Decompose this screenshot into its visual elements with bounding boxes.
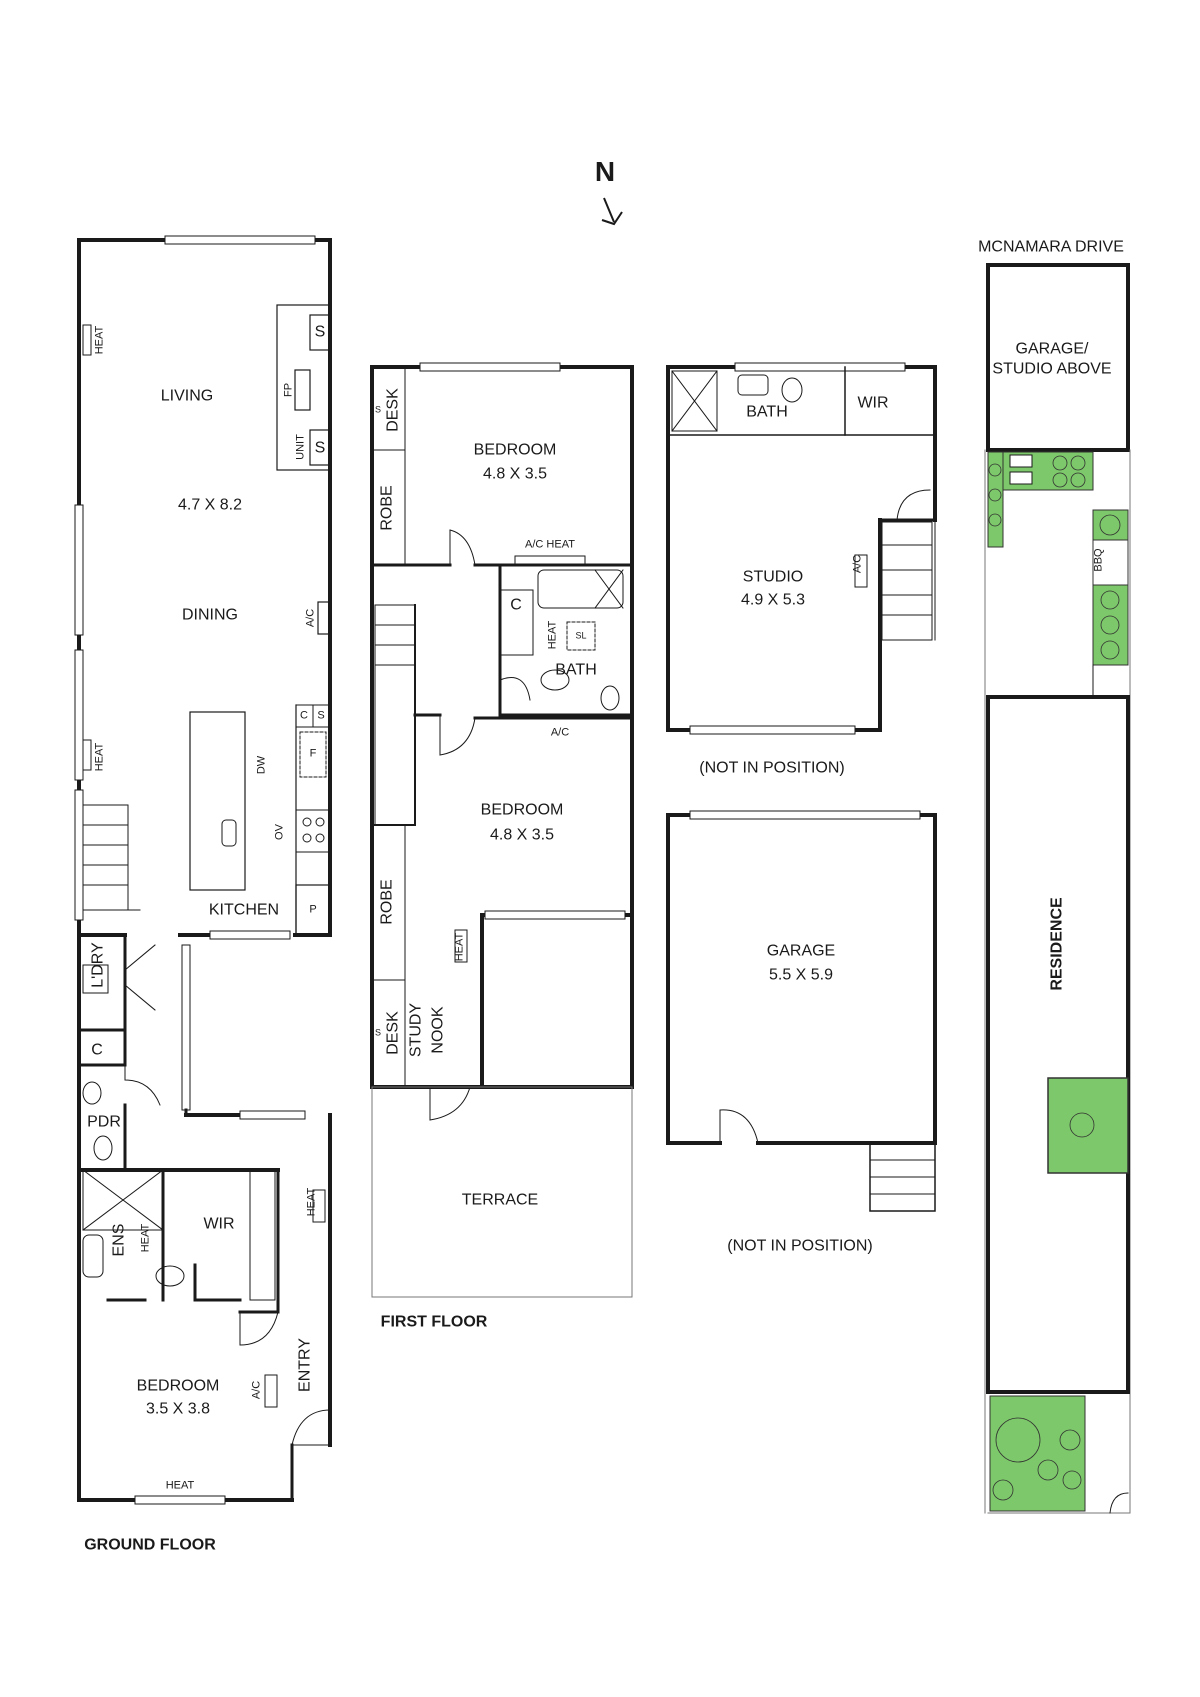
ground-floor-title: GROUND FLOOR bbox=[84, 1536, 216, 1554]
bedroom-one-dimensions: 4.8 X 3.5 bbox=[482, 465, 548, 483]
street-label: MCNAMARA DRIVE bbox=[978, 238, 1124, 256]
kitchen-label: KITCHEN bbox=[208, 901, 280, 919]
terrace-label: TERRACE bbox=[461, 1191, 539, 1209]
ac-heat-label: A/C HEAT bbox=[525, 538, 575, 551]
powder-room-label: PDR bbox=[87, 1113, 121, 1131]
nook-label: NOOK bbox=[429, 1006, 447, 1054]
bedroom-label: BEDROOM bbox=[136, 1377, 220, 1395]
shelf-label-desk-bottom: S bbox=[374, 1027, 382, 1038]
shelf-label-bottom: S bbox=[314, 439, 326, 457]
desk-label-bottom: DESK bbox=[384, 1011, 402, 1055]
shelf-label-top: S bbox=[314, 323, 326, 341]
laundry-label: L'DRY bbox=[89, 942, 107, 988]
first-floor-walls bbox=[370, 362, 634, 1298]
bath-label: BATH bbox=[555, 661, 597, 679]
kitchen-c-label: C bbox=[300, 709, 308, 722]
studio-bath-label: BATH bbox=[746, 403, 788, 421]
north-label: N bbox=[594, 156, 616, 188]
garage-note: (NOT IN POSITION) bbox=[727, 1237, 873, 1255]
heat-label-living: HEAT bbox=[93, 325, 106, 355]
ground-floor-walls bbox=[74, 235, 332, 1505]
dishwasher-label: DW bbox=[255, 755, 268, 775]
heat-label-bedroom-two: HEAT bbox=[453, 932, 466, 962]
kitchen-s-label: S bbox=[317, 709, 325, 722]
site-plan bbox=[984, 263, 1131, 1514]
robe-label-top: ROBE bbox=[378, 485, 396, 531]
north-arrow-icon bbox=[601, 197, 623, 226]
heat-label-dining: HEAT bbox=[93, 742, 106, 772]
studio-note: (NOT IN POSITION) bbox=[699, 759, 845, 777]
ac-label-dining: A/C bbox=[304, 608, 317, 628]
living-label: LIVING bbox=[160, 387, 214, 405]
site-garage-label: GARAGE/ bbox=[1015, 340, 1089, 358]
ac-label-bedroom: A/C bbox=[250, 1380, 263, 1400]
ensuite-label: ENS bbox=[110, 1223, 128, 1257]
bbq-label: BBQ bbox=[1092, 548, 1105, 572]
living-dimensions: 4.7 X 8.2 bbox=[177, 496, 243, 514]
heat-label-bath: HEAT bbox=[546, 620, 559, 650]
residence-label: RESIDENCE bbox=[1048, 897, 1066, 991]
studio-wir-label: WIR bbox=[857, 394, 889, 412]
bedroom-dimensions: 3.5 X 3.8 bbox=[145, 1400, 211, 1418]
fireplace-label: FP bbox=[282, 382, 295, 398]
fridge-label: F bbox=[309, 747, 317, 760]
first-floor-title: FIRST FLOOR bbox=[380, 1313, 488, 1331]
pantry-label: P bbox=[309, 903, 317, 916]
cupboard-label-first: C bbox=[510, 596, 522, 614]
garage-label: GARAGE bbox=[766, 942, 836, 960]
garage-walls bbox=[666, 810, 937, 1212]
site-studio-label: STUDIO ABOVE bbox=[992, 360, 1112, 378]
shelf-label-desk-top: S bbox=[374, 404, 382, 415]
bedroom-two-label: BEDROOM bbox=[480, 801, 564, 819]
desk-label-top: DESK bbox=[384, 388, 402, 432]
studio-dimensions: 4.9 X 5.3 bbox=[740, 591, 806, 609]
heat-label-bedroom: HEAT bbox=[165, 1479, 195, 1492]
unit-label: UNIT bbox=[294, 434, 307, 460]
bedroom-one-label: BEDROOM bbox=[473, 441, 557, 459]
studio-walls bbox=[666, 362, 937, 735]
studio-label: STUDIO bbox=[742, 568, 804, 586]
oven-label: OV bbox=[273, 824, 286, 840]
tree-symbols bbox=[988, 455, 1121, 1501]
ac-label-first: A/C bbox=[550, 726, 570, 739]
garage-dimensions: 5.5 X 5.9 bbox=[768, 966, 834, 984]
bedroom-two-dimensions: 4.8 X 3.5 bbox=[489, 826, 555, 844]
heat-label-ensuite: HEAT bbox=[139, 1223, 152, 1253]
skylight-label: SL bbox=[575, 630, 587, 641]
studio-ac-label: A/C bbox=[851, 554, 864, 574]
robe-label-bottom: ROBE bbox=[378, 879, 396, 925]
dining-label: DINING bbox=[182, 606, 238, 624]
study-label: STUDY bbox=[407, 1002, 425, 1058]
heat-label-entry: HEAT bbox=[305, 1187, 318, 1217]
wir-label: WIR bbox=[203, 1215, 235, 1233]
entry-label: ENTRY bbox=[296, 1338, 314, 1392]
cupboard-label: C bbox=[91, 1041, 103, 1059]
